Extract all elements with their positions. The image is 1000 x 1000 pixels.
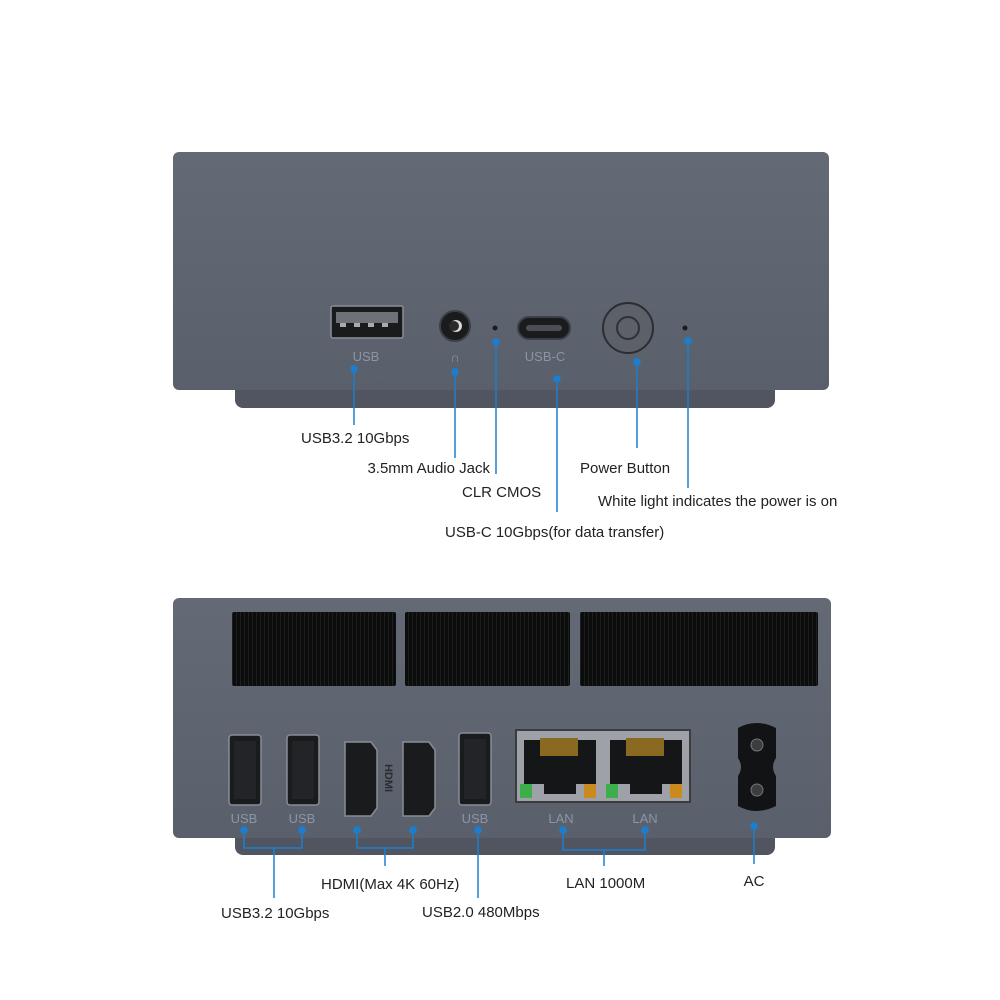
callout-usb32-rear: USB3.2 10Gbps xyxy=(221,905,329,922)
hdmi-port-2-icon xyxy=(402,741,436,817)
usb-port-3-icon xyxy=(458,732,492,806)
lan-port-1-icon xyxy=(520,738,596,798)
vent-left xyxy=(232,612,396,686)
lan-port-2-icon xyxy=(606,738,682,798)
audio-jack-icon xyxy=(439,310,471,342)
front-view: USB ∩ USB-C USB3.2 10Gbps 3.5mm Audio Ja… xyxy=(173,152,837,541)
rear-lan-1-label: LAN xyxy=(548,811,573,826)
power-button[interactable] xyxy=(602,302,654,354)
rear-lan-2-label: LAN xyxy=(632,811,657,826)
callout-usb32-front: USB3.2 10Gbps xyxy=(301,430,409,447)
front-usbc-label: USB-C xyxy=(525,349,565,364)
ac-power-inlet-icon xyxy=(738,723,776,811)
callout-usb-c: USB-C 10Gbps(for data transfer) xyxy=(445,524,664,541)
clr-cmos-hole-icon xyxy=(492,325,498,331)
lan-ports-icon xyxy=(515,729,691,803)
front-usb-label: USB xyxy=(353,349,380,364)
usb-a-port-icon xyxy=(330,305,404,339)
hdmi-port-1-icon xyxy=(344,741,378,817)
usb-port-2-icon xyxy=(286,734,320,806)
callout-hdmi: HDMI(Max 4K 60Hz) xyxy=(321,876,459,893)
callout-power-button: Power Button xyxy=(580,460,670,477)
callout-power-led: White light indicates the power is on xyxy=(598,493,837,510)
headphone-icon: ∩ xyxy=(450,350,459,365)
rear-usb-2-label: USB xyxy=(289,811,316,826)
rear-callout-lines xyxy=(240,822,758,898)
callout-lan: LAN 1000M xyxy=(566,875,645,892)
callout-clr-cmos: CLR CMOS xyxy=(462,484,541,501)
hdmi-logo: HDMI xyxy=(382,764,394,792)
front-callout-lines xyxy=(350,337,692,512)
rear-usb-1-label: USB xyxy=(231,811,258,826)
power-led-icon xyxy=(682,325,688,331)
front-chassis xyxy=(173,152,829,390)
vent-right xyxy=(580,612,818,686)
vent-center xyxy=(405,612,570,686)
usb-port-1-icon xyxy=(228,734,262,806)
usb-c-tongue xyxy=(526,325,562,331)
callout-ac: AC xyxy=(744,873,765,890)
rear-usb-3-label: USB xyxy=(462,811,489,826)
rear-view: HDMI USB USB USB LAN LAN xyxy=(173,598,831,922)
callout-usb20: USB2.0 480Mbps xyxy=(422,904,540,921)
callout-audio-jack: 3.5mm Audio Jack xyxy=(367,460,490,477)
